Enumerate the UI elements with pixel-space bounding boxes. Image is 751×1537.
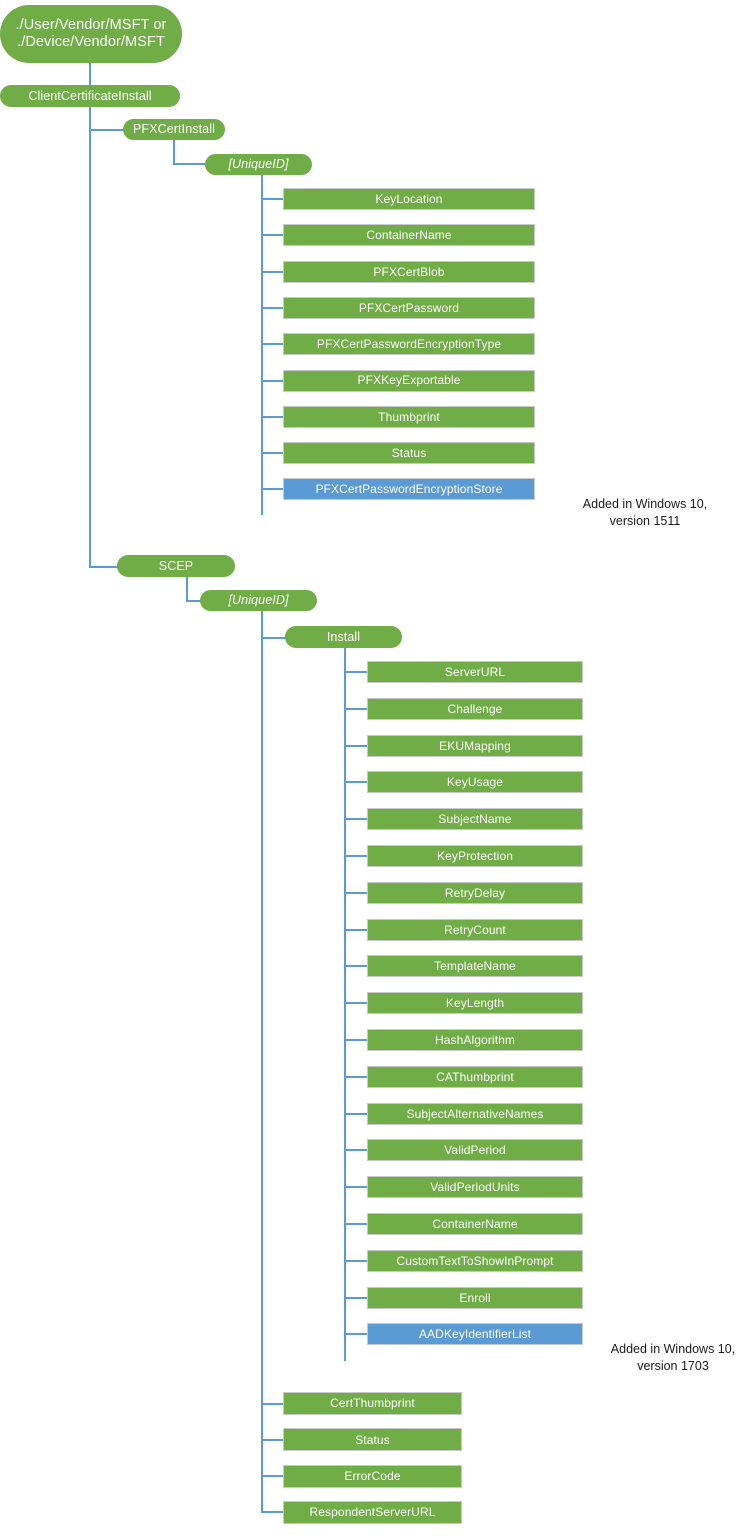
connector-stub [261, 306, 283, 309]
connector-scep-down [186, 577, 188, 601]
connector-scep-to-uniqueid [186, 600, 208, 602]
connector-stub [261, 1475, 283, 1478]
connector-stub [344, 1296, 367, 1299]
node-leaf[interactable]: Thumbprint [283, 405, 535, 428]
node-leaf[interactable]: KeyLength [367, 992, 583, 1015]
node-leaf[interactable]: ServerURL [367, 661, 583, 683]
node-leaf[interactable]: PFXKeyExportable [283, 369, 535, 392]
node-leaf[interactable]: SubjectName [367, 808, 583, 831]
connector-stub [261, 488, 283, 491]
connector-stub [261, 452, 283, 455]
connector-stub [344, 1075, 367, 1078]
connector-stub [344, 1186, 367, 1189]
node-leaf[interactable]: PFXCertPassword [283, 296, 535, 319]
node-leaf[interactable]: CertThumbprint [283, 1392, 462, 1415]
connector-stub [344, 1259, 367, 1262]
node-leaf[interactable]: CAThumbprint [367, 1065, 583, 1088]
node-leaf[interactable]: CustomTextToShowInPrompt [367, 1249, 583, 1272]
connector-stub [344, 1149, 367, 1152]
connector-stub [261, 415, 283, 418]
node-root[interactable]: ./User/Vendor/MSFT or ./Device/Vendor/MS… [0, 5, 182, 63]
connector-stub [261, 198, 283, 200]
connector-stub [261, 234, 283, 237]
connector-stub [261, 1402, 283, 1405]
connector-stub [344, 1039, 367, 1041]
node-leaf[interactable]: PFXCertPasswordEncryptionType [283, 333, 535, 356]
connector-stub [261, 1511, 283, 1514]
connector-pfx-to-uniqueid [173, 163, 206, 165]
node-leaf[interactable]: TemplateName [367, 955, 583, 978]
node-leaf[interactable]: SubjectAlternativeNames [367, 1102, 583, 1125]
connector-uniqueid-to-install [261, 637, 289, 639]
node-scep-uniqueid[interactable]: [UniqueID] [200, 590, 317, 611]
node-leaf[interactable]: Enroll [367, 1286, 583, 1309]
node-leaf[interactable]: EKUMapping [367, 734, 583, 757]
node-leaf[interactable]: KeyLocation [283, 188, 535, 210]
connector-stub [261, 379, 283, 382]
connector-stub [344, 818, 367, 821]
node-pfxcertinstall[interactable]: PFXCertInstall [123, 119, 225, 140]
connector-to-scep [89, 566, 119, 568]
connector-stub [344, 928, 367, 931]
node-leaf[interactable]: PFXCertPasswordEncryptionStore [283, 478, 535, 501]
connector-stub [261, 343, 283, 346]
note-scep-added-version: Added in Windows 10, version 1703 [610, 1342, 736, 1373]
node-leaf[interactable]: AADKeyIdentifierList [367, 1323, 583, 1346]
node-leaf[interactable]: ValidPeriod [367, 1139, 583, 1162]
connector-install-spine [344, 648, 346, 1361]
node-leaf[interactable]: KeyUsage [367, 771, 583, 794]
note-pfx-added-version: Added in Windows 10, version 1511 [582, 497, 708, 528]
node-leaf[interactable]: RespondentServerURL [283, 1500, 462, 1524]
node-leaf[interactable]: RetryCount [367, 918, 583, 941]
connector-stub [344, 855, 367, 857]
node-pfx-uniqueid[interactable]: [UniqueID] [205, 154, 312, 175]
node-leaf[interactable]: RetryDelay [367, 881, 583, 904]
connector-stub [344, 891, 367, 894]
connector-root-to-level1 [89, 63, 91, 85]
connector-stub [344, 1112, 367, 1115]
connector-stub [344, 1002, 367, 1005]
node-client-certificate-install[interactable]: ClientCertificateInstall [0, 85, 180, 107]
node-scep[interactable]: SCEP [117, 555, 235, 577]
connector-stub [344, 1223, 367, 1225]
connector-stub [344, 671, 367, 673]
node-install[interactable]: Install [285, 626, 402, 648]
connector-pfx-down [173, 140, 175, 164]
node-leaf[interactable]: Status [283, 442, 535, 465]
node-leaf[interactable]: HashAlgorithm [367, 1029, 583, 1051]
node-leaf[interactable]: ContainerName [283, 224, 535, 247]
connector-stub [344, 744, 367, 747]
connector-stub [261, 270, 283, 273]
connector-stub [344, 1333, 367, 1336]
node-leaf[interactable]: KeyProtection [367, 845, 583, 867]
node-leaf[interactable]: ContainerName [367, 1213, 583, 1235]
node-leaf[interactable]: Status [283, 1428, 462, 1452]
connector-stub [344, 707, 367, 710]
node-leaf[interactable]: ValidPeriodUnits [367, 1176, 583, 1199]
node-leaf[interactable]: Challenge [367, 697, 583, 720]
node-leaf[interactable]: ErrorCode [283, 1464, 462, 1488]
connector-stub [261, 1438, 283, 1441]
connector-scep-uniqueid-spine [261, 611, 263, 1512]
connector-stub [344, 965, 367, 968]
connector-stub [344, 781, 367, 784]
node-leaf[interactable]: PFXCertBlob [283, 260, 535, 283]
connector-level1-spine [89, 107, 91, 567]
connector-to-pfxcertinstall [89, 129, 124, 131]
